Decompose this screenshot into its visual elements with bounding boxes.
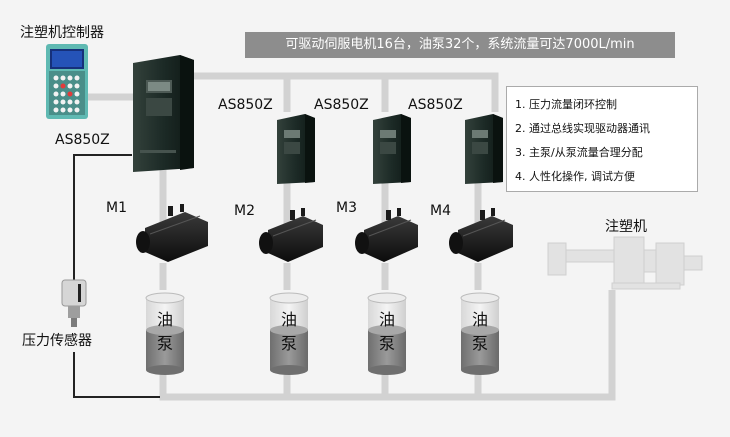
oil-pump-1-label-bottom: 泵 (157, 334, 174, 353)
motor-m2 (259, 208, 323, 262)
motor-m1-label: M1 (106, 200, 127, 216)
pressure-sensor (61, 279, 87, 327)
feature-item: 4. 人性化操作, 调试方便 (515, 170, 635, 183)
oil-pump-4-label-bottom: 泵 (472, 334, 489, 353)
signal-wire (73, 154, 160, 398)
feature-item: 3. 主泵/从泵流量合理分配 (515, 146, 643, 159)
slave-drive-1-label: AS850Z (218, 97, 273, 113)
oil-pump-1-label-top: 油 (157, 310, 174, 329)
slave-drive-2-label: AS850Z (314, 97, 369, 113)
slave-drive-1 (277, 114, 315, 184)
motor-m4-label: M4 (430, 203, 451, 219)
motor-m4 (449, 208, 513, 262)
motor-m2-label: M2 (234, 203, 255, 219)
oil-pump-2-label-bottom: 泵 (281, 334, 298, 353)
injection-molding-machine (547, 236, 703, 290)
capacity-banner: 可驱动伺服电机16台，油泵32个，系统流量可达7000L/min (245, 32, 675, 58)
oil-pump-3 (367, 292, 407, 375)
oil-pump-3-label-bottom: 泵 (379, 334, 396, 353)
master-drive-label: AS850Z (55, 132, 110, 148)
master-drive (133, 55, 194, 172)
pressure-sensor-label: 压力传感器 (22, 333, 92, 349)
oil-pump-4-label-top: 油 (472, 310, 489, 329)
pipe-network (88, 72, 616, 401)
machine-label: 注塑机 (605, 219, 647, 235)
slave-drive-3 (465, 114, 503, 184)
controller-label: 注塑机控制器 (20, 25, 104, 41)
feature-list: 1. 压力流量闭环控制 2. 通过总线实现驱动器通讯 3. 主泵/从泵流量合理分… (506, 86, 698, 192)
oil-pump-3-label-top: 油 (379, 310, 396, 329)
controller-device (46, 44, 88, 119)
slave-drive-3-label: AS850Z (408, 97, 463, 113)
motor-m1 (136, 204, 208, 262)
oil-pump-2-label-top: 油 (281, 310, 298, 329)
oil-pump-1 (145, 292, 185, 375)
oil-pump-2 (269, 292, 309, 375)
slave-drive-2 (373, 114, 411, 184)
feature-item: 1. 压力流量闭环控制 (515, 98, 617, 111)
feature-item: 2. 通过总线实现驱动器通讯 (515, 122, 650, 135)
motor-m3-label: M3 (336, 200, 357, 216)
motor-m3 (355, 208, 418, 262)
oil-pump-4 (460, 292, 500, 375)
